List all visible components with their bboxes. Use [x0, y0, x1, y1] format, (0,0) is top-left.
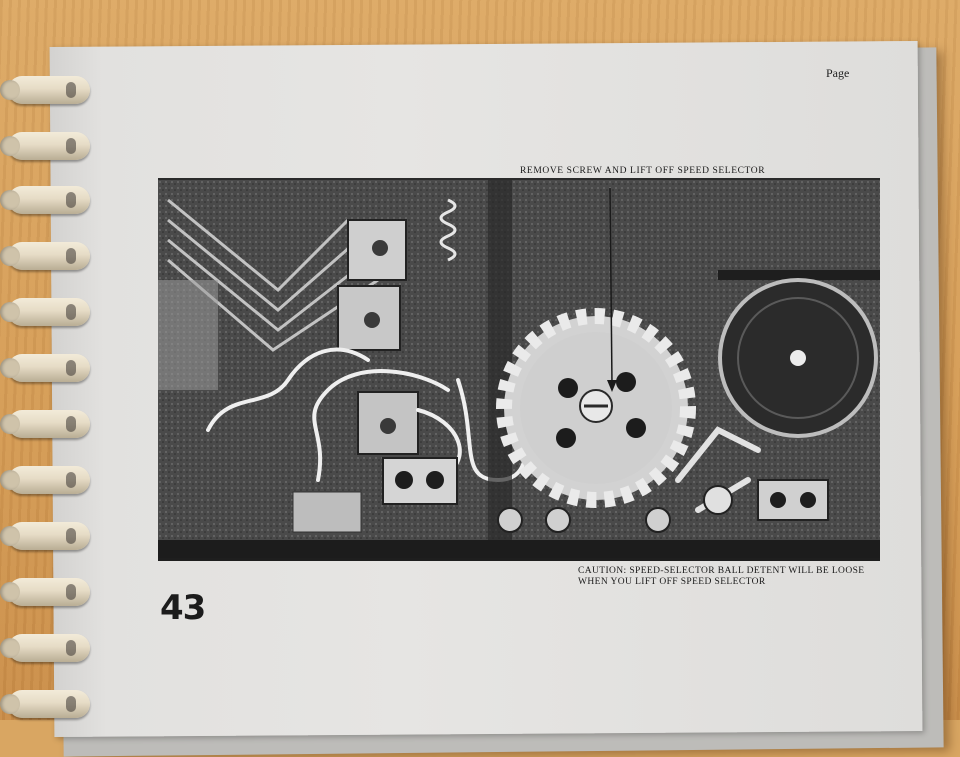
binding-ring: [0, 634, 90, 662]
page-number: 43: [160, 588, 206, 628]
binding-ring: [0, 690, 90, 718]
mechanism-photo: [158, 178, 880, 561]
page-header-label: Page: [826, 66, 850, 80]
comb-binding: [0, 60, 110, 720]
binding-ring: [0, 76, 90, 104]
binding-ring: [0, 242, 90, 270]
binding-ring: [0, 466, 90, 494]
binding-ring: [0, 186, 90, 214]
binding-ring: [0, 132, 90, 160]
caution-note: CAUTION: SPEED-SELECTOR BALL DETENT WILL…: [578, 566, 865, 587]
binding-ring: [0, 298, 90, 326]
figure-callout-label: REMOVE SCREW AND LIFT OFF SPEED SELECTOR: [520, 166, 766, 176]
binding-ring: [0, 522, 90, 550]
binding-ring: [0, 354, 90, 382]
binding-ring: [0, 578, 90, 606]
binding-ring: [0, 410, 90, 438]
mechanism-photo-graphic: [158, 180, 880, 558]
